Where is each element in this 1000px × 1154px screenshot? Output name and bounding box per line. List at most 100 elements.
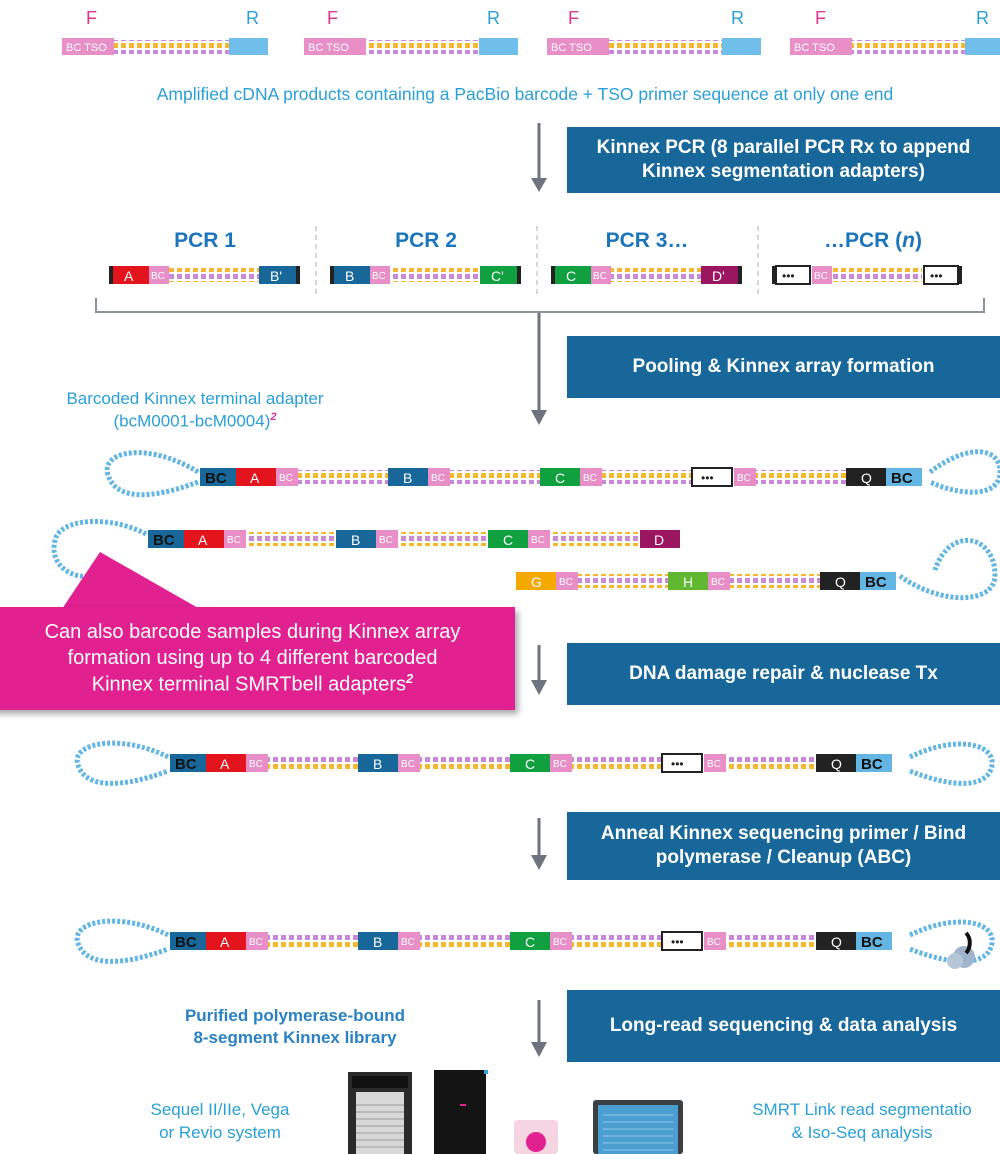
svg-text:B: B bbox=[373, 756, 382, 772]
instrument-graphics bbox=[348, 1070, 683, 1154]
svg-text:•••: ••• bbox=[701, 471, 714, 485]
svg-text:Q: Q bbox=[835, 574, 846, 590]
reverse-primer-label: R bbox=[731, 8, 744, 28]
svg-text:BC: BC bbox=[279, 473, 293, 484]
cdna-product: BC TSO bbox=[547, 38, 761, 55]
step-damage-repair: DNA damage repair & nuclease Tx bbox=[567, 643, 1000, 705]
library-label: Purified polymerase-bound 8-segment Kinn… bbox=[184, 1006, 406, 1048]
bc-tso-label: BC TSO bbox=[551, 42, 592, 54]
svg-text:BC: BC bbox=[583, 473, 597, 484]
svg-text:B: B bbox=[403, 470, 412, 486]
svg-text:B': B' bbox=[270, 268, 282, 284]
svg-text:BC: BC bbox=[401, 937, 415, 948]
svg-text:A: A bbox=[220, 934, 230, 950]
step-anneal: Anneal Kinnex sequencing primer / Bind p… bbox=[567, 812, 1000, 880]
svg-text:C': C' bbox=[491, 268, 504, 284]
svg-text:C: C bbox=[566, 268, 576, 284]
svg-text:BC: BC bbox=[711, 577, 725, 588]
svg-text:H: H bbox=[683, 574, 693, 590]
pcrn-product: ••• BC ••• bbox=[772, 265, 962, 285]
svg-text:D: D bbox=[654, 532, 664, 548]
svg-text:•••: ••• bbox=[671, 935, 684, 949]
forward-primer-label: F bbox=[568, 8, 579, 28]
svg-text:B: B bbox=[373, 934, 382, 950]
cdna-caption: Amplified cDNA products containing a Pac… bbox=[156, 84, 894, 104]
svg-text:BC: BC bbox=[175, 934, 197, 951]
cdna-product: BC TSO bbox=[790, 38, 1000, 55]
svg-text:C: C bbox=[525, 934, 535, 950]
svg-text:BC: BC bbox=[559, 577, 573, 588]
svg-text:BC: BC bbox=[814, 271, 828, 282]
svg-text:A: A bbox=[220, 756, 230, 772]
callout-pointer bbox=[60, 552, 205, 612]
reverse-primer-label: R bbox=[487, 8, 500, 28]
svg-text:BC: BC bbox=[249, 937, 263, 948]
pcr1-product: A BC B' bbox=[109, 266, 300, 284]
svg-text:BC: BC bbox=[249, 759, 263, 770]
forward-primer-label: F bbox=[327, 8, 338, 28]
svg-text:BC: BC bbox=[531, 535, 545, 546]
svg-text:C: C bbox=[503, 532, 513, 548]
svg-text:BC: BC bbox=[431, 473, 445, 484]
pcr3-product: C BC D' bbox=[551, 266, 742, 284]
svg-text:Q: Q bbox=[831, 756, 842, 772]
svg-text:BC: BC bbox=[891, 470, 913, 487]
svg-text:A: A bbox=[124, 268, 134, 284]
svg-text:BC: BC bbox=[153, 532, 175, 549]
pcr-title-n: …PCR (n) bbox=[824, 229, 922, 252]
cdna-product: BC TSO bbox=[62, 38, 268, 55]
cdna-products-graphic: BC TSO BC TSO BC TSO BC TSO bbox=[62, 38, 1000, 55]
polymerase-icon bbox=[947, 931, 975, 969]
svg-text:BC: BC bbox=[205, 470, 227, 487]
kinnex-array-partial-left: BC A BC B BC C BC D bbox=[51, 518, 680, 579]
svg-text:A: A bbox=[250, 470, 260, 486]
pcr-title-2: PCR 2 bbox=[395, 229, 457, 252]
svg-text:A: A bbox=[198, 532, 208, 548]
svg-text:BC: BC bbox=[175, 756, 197, 773]
systems-label: Sequel II/IIe, Vega or Revio system bbox=[150, 1100, 290, 1142]
svg-text:B: B bbox=[345, 268, 354, 284]
svg-text:BC: BC bbox=[737, 473, 751, 484]
svg-text:Q: Q bbox=[861, 470, 872, 486]
reverse-primer-label: R bbox=[246, 8, 259, 28]
svg-text:BC: BC bbox=[707, 759, 721, 770]
barcode-callout: Can also barcode samples during Kinnex a… bbox=[0, 607, 515, 710]
revio-instrument-icon bbox=[434, 1070, 488, 1154]
step-kinnex-pcr: Kinnex PCR (8 parallel PCR Rx to append … bbox=[567, 127, 1000, 193]
bc-tso-label: BC TSO bbox=[308, 42, 349, 54]
svg-text:BC: BC bbox=[379, 535, 393, 546]
reverse-primer-label: R bbox=[976, 8, 989, 28]
svg-text:•••: ••• bbox=[782, 269, 795, 283]
bc-tso-label: BC TSO bbox=[794, 42, 835, 54]
vega-instrument-icon bbox=[514, 1120, 558, 1154]
cdna-product: BC TSO bbox=[304, 38, 518, 55]
pcr-products: A BC B' B BC C' C BC D' ••• BC ••• bbox=[109, 265, 962, 285]
svg-text:BC: BC bbox=[227, 535, 241, 546]
repaired-array: BC A BC B BC C BC ••• BC Q BC bbox=[74, 740, 995, 786]
primed-array: BC A BC B BC C BC ••• BC Q BC bbox=[74, 918, 995, 969]
pcr-title-3: PCR 3… bbox=[605, 229, 689, 252]
step-sequencing: Long-read sequencing & data analysis bbox=[567, 990, 1000, 1062]
adapter-label: Barcoded Kinnex terminal adapter (bcM000… bbox=[66, 389, 324, 431]
forward-primer-label: F bbox=[815, 8, 826, 28]
svg-text:C: C bbox=[525, 756, 535, 772]
svg-text:Q: Q bbox=[831, 934, 842, 950]
svg-text:•••: ••• bbox=[930, 269, 943, 283]
pcr-title-1: PCR 1 bbox=[174, 229, 236, 252]
svg-text:BC: BC bbox=[401, 759, 415, 770]
svg-text:BC: BC bbox=[861, 756, 883, 773]
svg-text:•••: ••• bbox=[671, 757, 684, 771]
svg-text:BC: BC bbox=[151, 271, 165, 282]
kinnex-array-partial-right: G BC H BC Q BC bbox=[516, 538, 998, 601]
forward-primer-label: F bbox=[86, 8, 97, 28]
svg-text:BC: BC bbox=[865, 574, 887, 591]
svg-text:BC: BC bbox=[593, 271, 607, 282]
kinnex-array-full: BC A BC B BC C BC ••• BC Q BC bbox=[104, 449, 1000, 498]
svg-text:BC: BC bbox=[553, 759, 567, 770]
step-pooling: Pooling & Kinnex array formation bbox=[567, 336, 1000, 398]
pcr2-product: B BC C' bbox=[330, 266, 521, 284]
svg-text:C: C bbox=[555, 470, 565, 486]
svg-text:B: B bbox=[351, 532, 360, 548]
svg-text:BC: BC bbox=[553, 937, 567, 948]
